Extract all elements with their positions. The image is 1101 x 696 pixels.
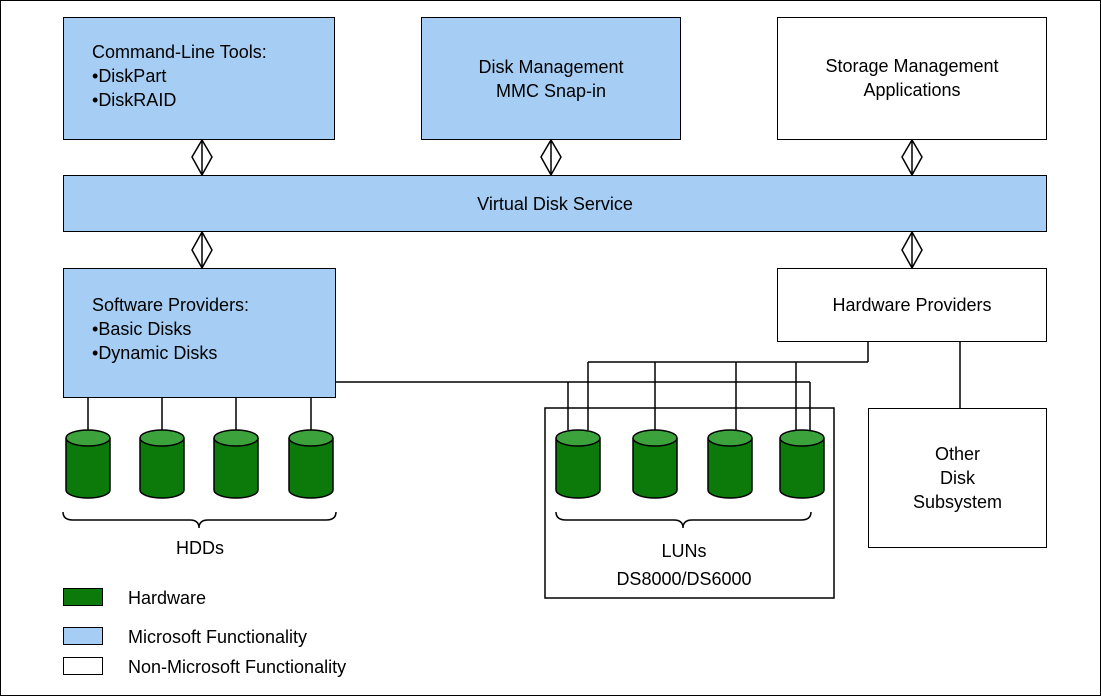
basic-disks-item: Basic Disks <box>92 317 335 341</box>
lun-disk-3 <box>707 429 753 499</box>
legend-nonmicrosoft-swatch <box>63 657 103 675</box>
legend-microsoft-label: Microsoft Functionality <box>128 627 308 647</box>
arrow-diskmgmt-vds <box>540 138 562 177</box>
luns-label: LUNs <box>661 541 707 561</box>
lun-disk-2 <box>632 429 678 499</box>
legend-hardware-label: Hardware <box>128 588 207 608</box>
diskraid-item: DiskRAID <box>92 88 334 112</box>
arrow-storage-vds <box>901 138 923 177</box>
hdd-disk-1 <box>65 429 111 499</box>
software-providers-title: Software Providers: <box>92 295 250 315</box>
command-line-tools-title: Command-Line Tools: <box>92 42 267 62</box>
lun-group <box>555 429 825 499</box>
other-disk-subsystem-box: Other Disk Subsystem <box>868 408 1047 548</box>
hdds-label: HDDs <box>176 538 224 558</box>
virtual-disk-service-bar: Virtual Disk Service <box>63 175 1047 232</box>
legend-hardware-swatch <box>63 588 103 606</box>
arrow-vds-hardware <box>901 230 923 270</box>
legend-nonmicrosoft-label: Non-Microsoft Functionality <box>128 657 347 677</box>
storage-management-line1: Storage Management <box>825 56 999 76</box>
hdds-brace <box>62 511 337 529</box>
ds8000-subsystem-box <box>544 407 835 599</box>
arrow-vds-software <box>191 230 213 270</box>
other-subsystem-line2: Disk <box>940 468 975 488</box>
hdd-disk-2 <box>139 429 185 499</box>
arrow-cmd-vds <box>191 138 213 177</box>
disk-management-line1: Disk Management <box>478 56 624 77</box>
hardware-providers-label: Hardware Providers <box>832 295 992 315</box>
ds8000-label: DS8000/DS6000 <box>616 569 752 589</box>
hdd-disk-4 <box>288 429 334 499</box>
legend-microsoft-swatch <box>63 627 103 645</box>
hdd-disk-3 <box>213 429 259 499</box>
luns-brace <box>555 511 812 529</box>
storage-management-line2: Applications <box>863 80 961 100</box>
virtual-disk-service-label: Virtual Disk Service <box>477 193 633 214</box>
dynamic-disks-item: Dynamic Disks <box>92 341 335 365</box>
other-subsystem-line3: Subsystem <box>912 492 1003 512</box>
disk-management-box: Disk Management MMC Snap-in <box>421 17 681 140</box>
hardware-providers-box: Hardware Providers <box>777 268 1047 342</box>
diskpart-item: DiskPart <box>92 64 334 88</box>
lun-disk-1 <box>555 429 601 499</box>
disk-management-line2: MMC Snap-in <box>495 80 607 101</box>
command-line-tools-box: Command-Line Tools: DiskPart DiskRAID <box>63 17 335 140</box>
hdd-group <box>65 429 334 499</box>
lun-disk-4 <box>779 429 825 499</box>
software-providers-box: Software Providers: Basic Disks Dynamic … <box>63 268 336 398</box>
storage-management-box: Storage Management Applications <box>777 17 1047 140</box>
other-subsystem-line1: Other <box>934 444 981 464</box>
